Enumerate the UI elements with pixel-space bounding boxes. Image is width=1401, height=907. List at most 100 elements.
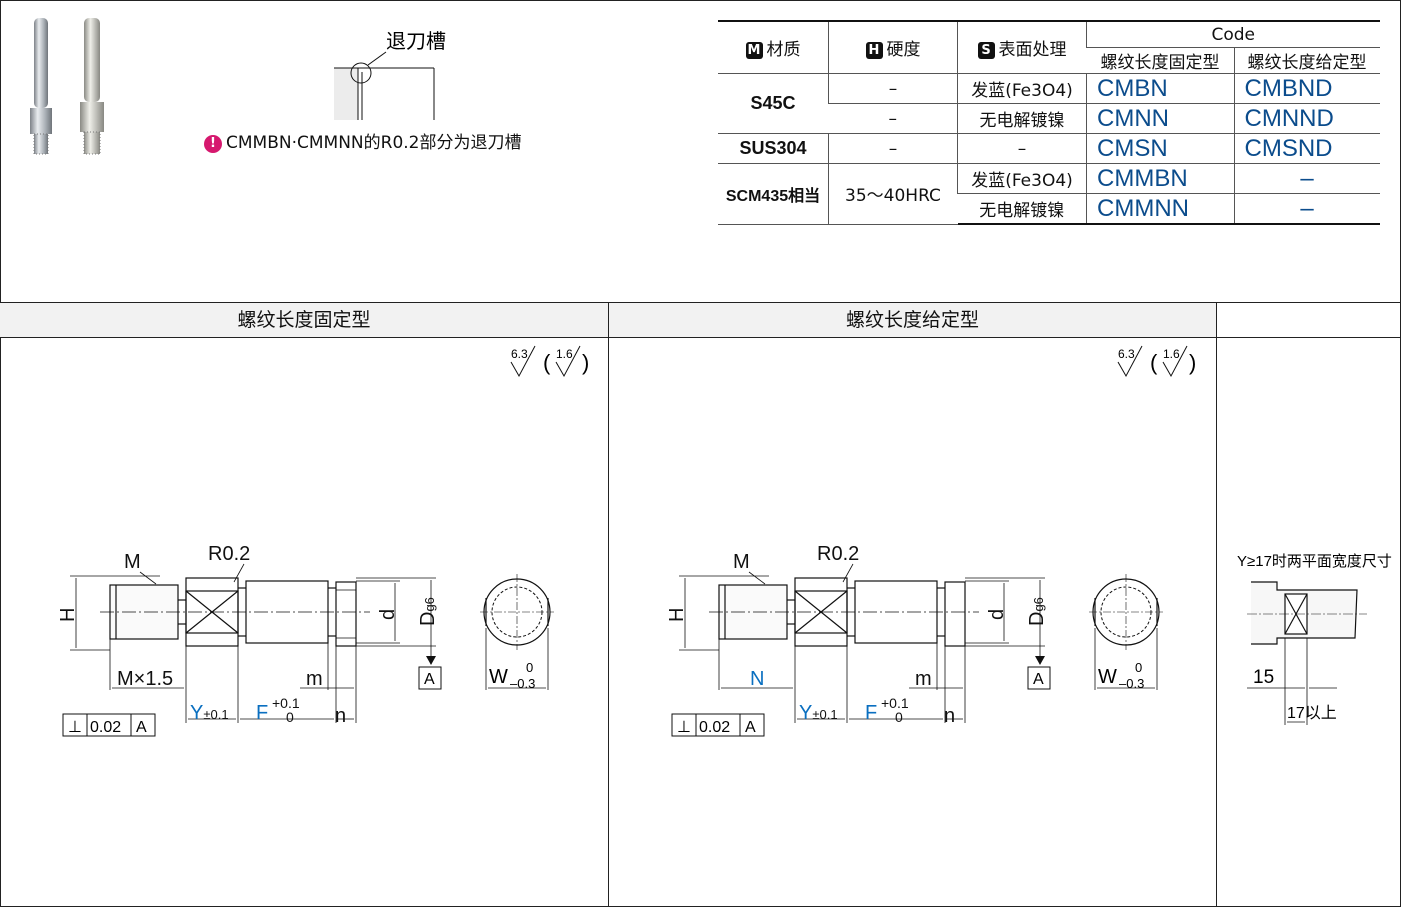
svg-text:A: A [424, 671, 435, 688]
roughness-symbol: 6.3 ( 1.6 ) [1117, 345, 1196, 378]
label-H: H [57, 608, 79, 622]
svg-text:0.02: 0.02 [90, 719, 121, 736]
recess-detail: 退刀槽 [334, 30, 446, 120]
product-photo [30, 18, 104, 155]
cell-surface: 无电解镀镍 [957, 103, 1087, 134]
datum-a: A [418, 656, 442, 690]
cell-code-specified: CMBND [1233, 73, 1380, 104]
cell-hardness: – [828, 103, 958, 134]
svg-text:Dg6: Dg6 [1026, 597, 1048, 626]
header-code: Code [1086, 20, 1380, 48]
alert-icon: ! [204, 135, 222, 153]
svg-text:1.6: 1.6 [556, 347, 573, 361]
label-F-tol-upper: +0.1 [272, 695, 300, 711]
cell-material: S45C [718, 73, 829, 134]
svg-text:Y±0.1: Y±0.1 [799, 702, 838, 724]
cell-code-fixed: CMMNN [1086, 193, 1234, 225]
datum-a: A [1027, 656, 1051, 690]
svg-text:A: A [1033, 671, 1044, 688]
section-divider [0, 302, 1401, 303]
header-code-specified: 螺纹长度给定型 [1233, 47, 1380, 74]
svg-text:Y±0.1: Y±0.1 [190, 702, 229, 724]
svg-text:): ) [1189, 350, 1196, 375]
label-M: M [124, 551, 141, 573]
dim-17: 17以上 [1287, 704, 1337, 722]
svg-text:6.3: 6.3 [511, 347, 528, 361]
svg-text:⊥: ⊥ [677, 719, 691, 736]
side-title: Y≥17时两平面宽度尺寸 [1237, 553, 1392, 570]
label-Y: Y [799, 702, 812, 724]
note-text: CMMBN·CMMNN的R0.2部分为退刀槽 [226, 133, 522, 153]
label-W-tol-upper: 0 [526, 660, 533, 675]
label-Y: Y [190, 702, 203, 724]
cell-code-fixed: CMNN [1086, 103, 1234, 134]
label-F-tol-lower: 0 [286, 709, 294, 725]
label-Y-tol: ±0.1 [812, 707, 837, 722]
label-H: H [666, 608, 688, 622]
cell-material: SUS304 [718, 133, 829, 164]
label-D: D [1026, 612, 1048, 626]
cell-code-fixed: CMMBN [1086, 163, 1234, 194]
roughness-symbol: 6.3 ( 1.6 ) [510, 345, 589, 378]
panel-title-specified: 螺纹长度给定型 [609, 303, 1216, 338]
cell-code-fixed: CMBN [1086, 73, 1234, 104]
label-F-tol-upper: +0.1 [881, 695, 909, 711]
cell-surface: – [957, 133, 1087, 164]
svg-text:1.6: 1.6 [1163, 347, 1180, 361]
cell-hardness: 35～40HRC [828, 163, 958, 225]
svg-text:(: ( [1150, 350, 1158, 375]
svg-text:⊥: ⊥ [68, 719, 82, 736]
label-W-tol-lower: –0.3 [510, 676, 535, 691]
header-code-fixed: 螺纹长度固定型 [1086, 47, 1234, 74]
cell-surface: 无电解镀镍 [957, 193, 1087, 225]
label-n: n [335, 705, 346, 727]
cell-hardness: – [828, 133, 958, 164]
cell-surface: 发蓝(Fe3O4) [957, 163, 1087, 194]
panel-title-fixed: 螺纹长度固定型 [0, 303, 608, 338]
cell-hardness: – [828, 73, 958, 104]
label-F: F [865, 702, 877, 724]
dim-15: 15 [1253, 667, 1274, 688]
label-m: m [915, 668, 932, 690]
label-W-tol-upper: 0 [1135, 660, 1142, 675]
label-N: N [750, 668, 764, 690]
label-D: D [417, 612, 439, 626]
label-R: R0.2 [208, 543, 250, 565]
panel-divider-2 [1216, 302, 1217, 907]
label-m: m [306, 668, 323, 690]
label-D-tol: g6 [422, 597, 437, 611]
label-thread-dim: M×1.5 [117, 668, 173, 690]
label-M: M [733, 551, 750, 573]
cell-code-specified: CMSND [1233, 133, 1380, 164]
perpendicularity-frame: ⊥ 0.02 A [671, 713, 765, 737]
recess-label: 退刀槽 [386, 30, 446, 53]
cell-code-fixed: CMSN [1086, 133, 1234, 164]
cell-code-specified: CMNND [1233, 103, 1380, 134]
svg-text:0.02: 0.02 [699, 719, 730, 736]
drawing-fixed: 6.3 ( 1.6 ) M [57, 345, 589, 737]
label-W-tol-lower: –0.3 [1119, 676, 1144, 691]
svg-text:A: A [136, 719, 147, 736]
label-D-tol: g6 [1031, 597, 1046, 611]
recess-note: !CMMBN·CMMNN的R0.2部分为退刀槽 [204, 128, 521, 153]
label-W: W [1098, 666, 1117, 688]
svg-text:Dg6: Dg6 [417, 597, 439, 626]
perpendicularity-frame: ⊥ 0.02 A [62, 713, 156, 737]
label-d: d [986, 609, 1008, 620]
svg-text:): ) [582, 350, 589, 375]
svg-text:A: A [745, 719, 756, 736]
cell-code-specified: – [1233, 163, 1380, 194]
svg-text:6.3: 6.3 [1118, 347, 1135, 361]
flat-width-detail: Y≥17时两平面宽度尺寸 15 17以上 [1237, 553, 1392, 725]
label-n: n [944, 705, 955, 727]
cell-surface: 发蓝(Fe3O4) [957, 73, 1087, 104]
label-F: F [256, 702, 268, 724]
cell-material: SCM435相当 [718, 163, 829, 225]
side-panel-header [1217, 303, 1400, 338]
label-R: R0.2 [817, 543, 859, 565]
label-Y-tol: ±0.1 [203, 707, 228, 722]
